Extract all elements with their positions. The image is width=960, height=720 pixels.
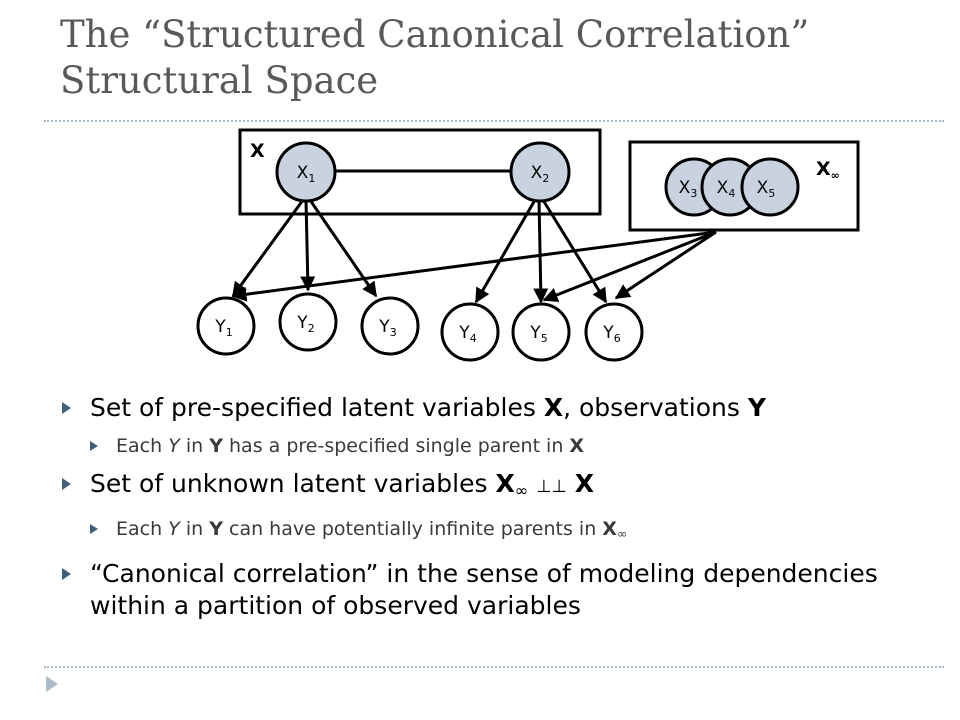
title-divider (44, 120, 944, 122)
box-x-infinity (628, 140, 860, 232)
node-x2: X2 (509, 141, 571, 203)
node-y2: Y2 (278, 292, 338, 352)
svg-text:X5: X5 (757, 178, 776, 200)
box-x-label: X (250, 140, 265, 162)
edge-xinf-y1 (231, 230, 717, 302)
edge-x2-y4 (474, 199, 537, 304)
edge-xinf-y5 (542, 230, 717, 303)
box-x-infinity-label: X∞ (816, 158, 840, 182)
svg-text:X1: X1 (297, 163, 316, 185)
bullet-prespecified-latents: Set of pre-specified latent variables X,… (60, 392, 940, 424)
svg-text:X2: X2 (531, 163, 550, 185)
edge-xinf-y6 (614, 230, 717, 300)
node-y1: Y1 (196, 296, 256, 356)
svg-text:Y4: Y4 (458, 323, 476, 345)
box-x (238, 128, 602, 216)
edge-x1-y2 (300, 199, 316, 292)
node-x5: X5 (740, 157, 800, 217)
footer-divider (44, 666, 944, 668)
node-y3: Y3 (360, 296, 420, 356)
edge-x2-y5 (533, 199, 549, 304)
node-y4: Y4 (440, 302, 500, 362)
node-x1: X1 (275, 141, 337, 203)
bullet-infinite-parents: Each Y in Y can have potentially infinit… (60, 515, 940, 548)
bullet-canonical-correlation: “Canonical correlation” in the sense of … (60, 558, 940, 622)
bullet-list: Set of pre-specified latent variables X,… (60, 392, 940, 622)
svg-text:Y2: Y2 (296, 313, 314, 335)
svg-text:Y5: Y5 (529, 323, 547, 345)
svg-text:Y6: Y6 (602, 323, 620, 345)
bullet-unknown-latents: Set of unknown latent variables X∞ ⊥⊥ X (60, 468, 940, 507)
svg-text:Y3: Y3 (378, 317, 396, 339)
svg-text:X3: X3 (679, 178, 698, 200)
edge-x1-y1 (231, 199, 305, 298)
slide-marker-icon (46, 676, 58, 692)
page-title: The “Structured Canonical Correlation” S… (60, 12, 940, 104)
bullet-single-parent: Each Y in Y has a pre-specified single p… (60, 432, 940, 460)
page-title-line-2: Structural Space (60, 59, 379, 102)
page-title-line-1: The “Structured Canonical Correlation” (60, 13, 810, 56)
node-y6: Y6 (584, 302, 644, 362)
svg-text:X4: X4 (717, 178, 736, 200)
node-x4: X4 (700, 157, 760, 217)
node-y5: Y5 (511, 302, 571, 362)
svg-text:Y1: Y1 (214, 317, 232, 339)
